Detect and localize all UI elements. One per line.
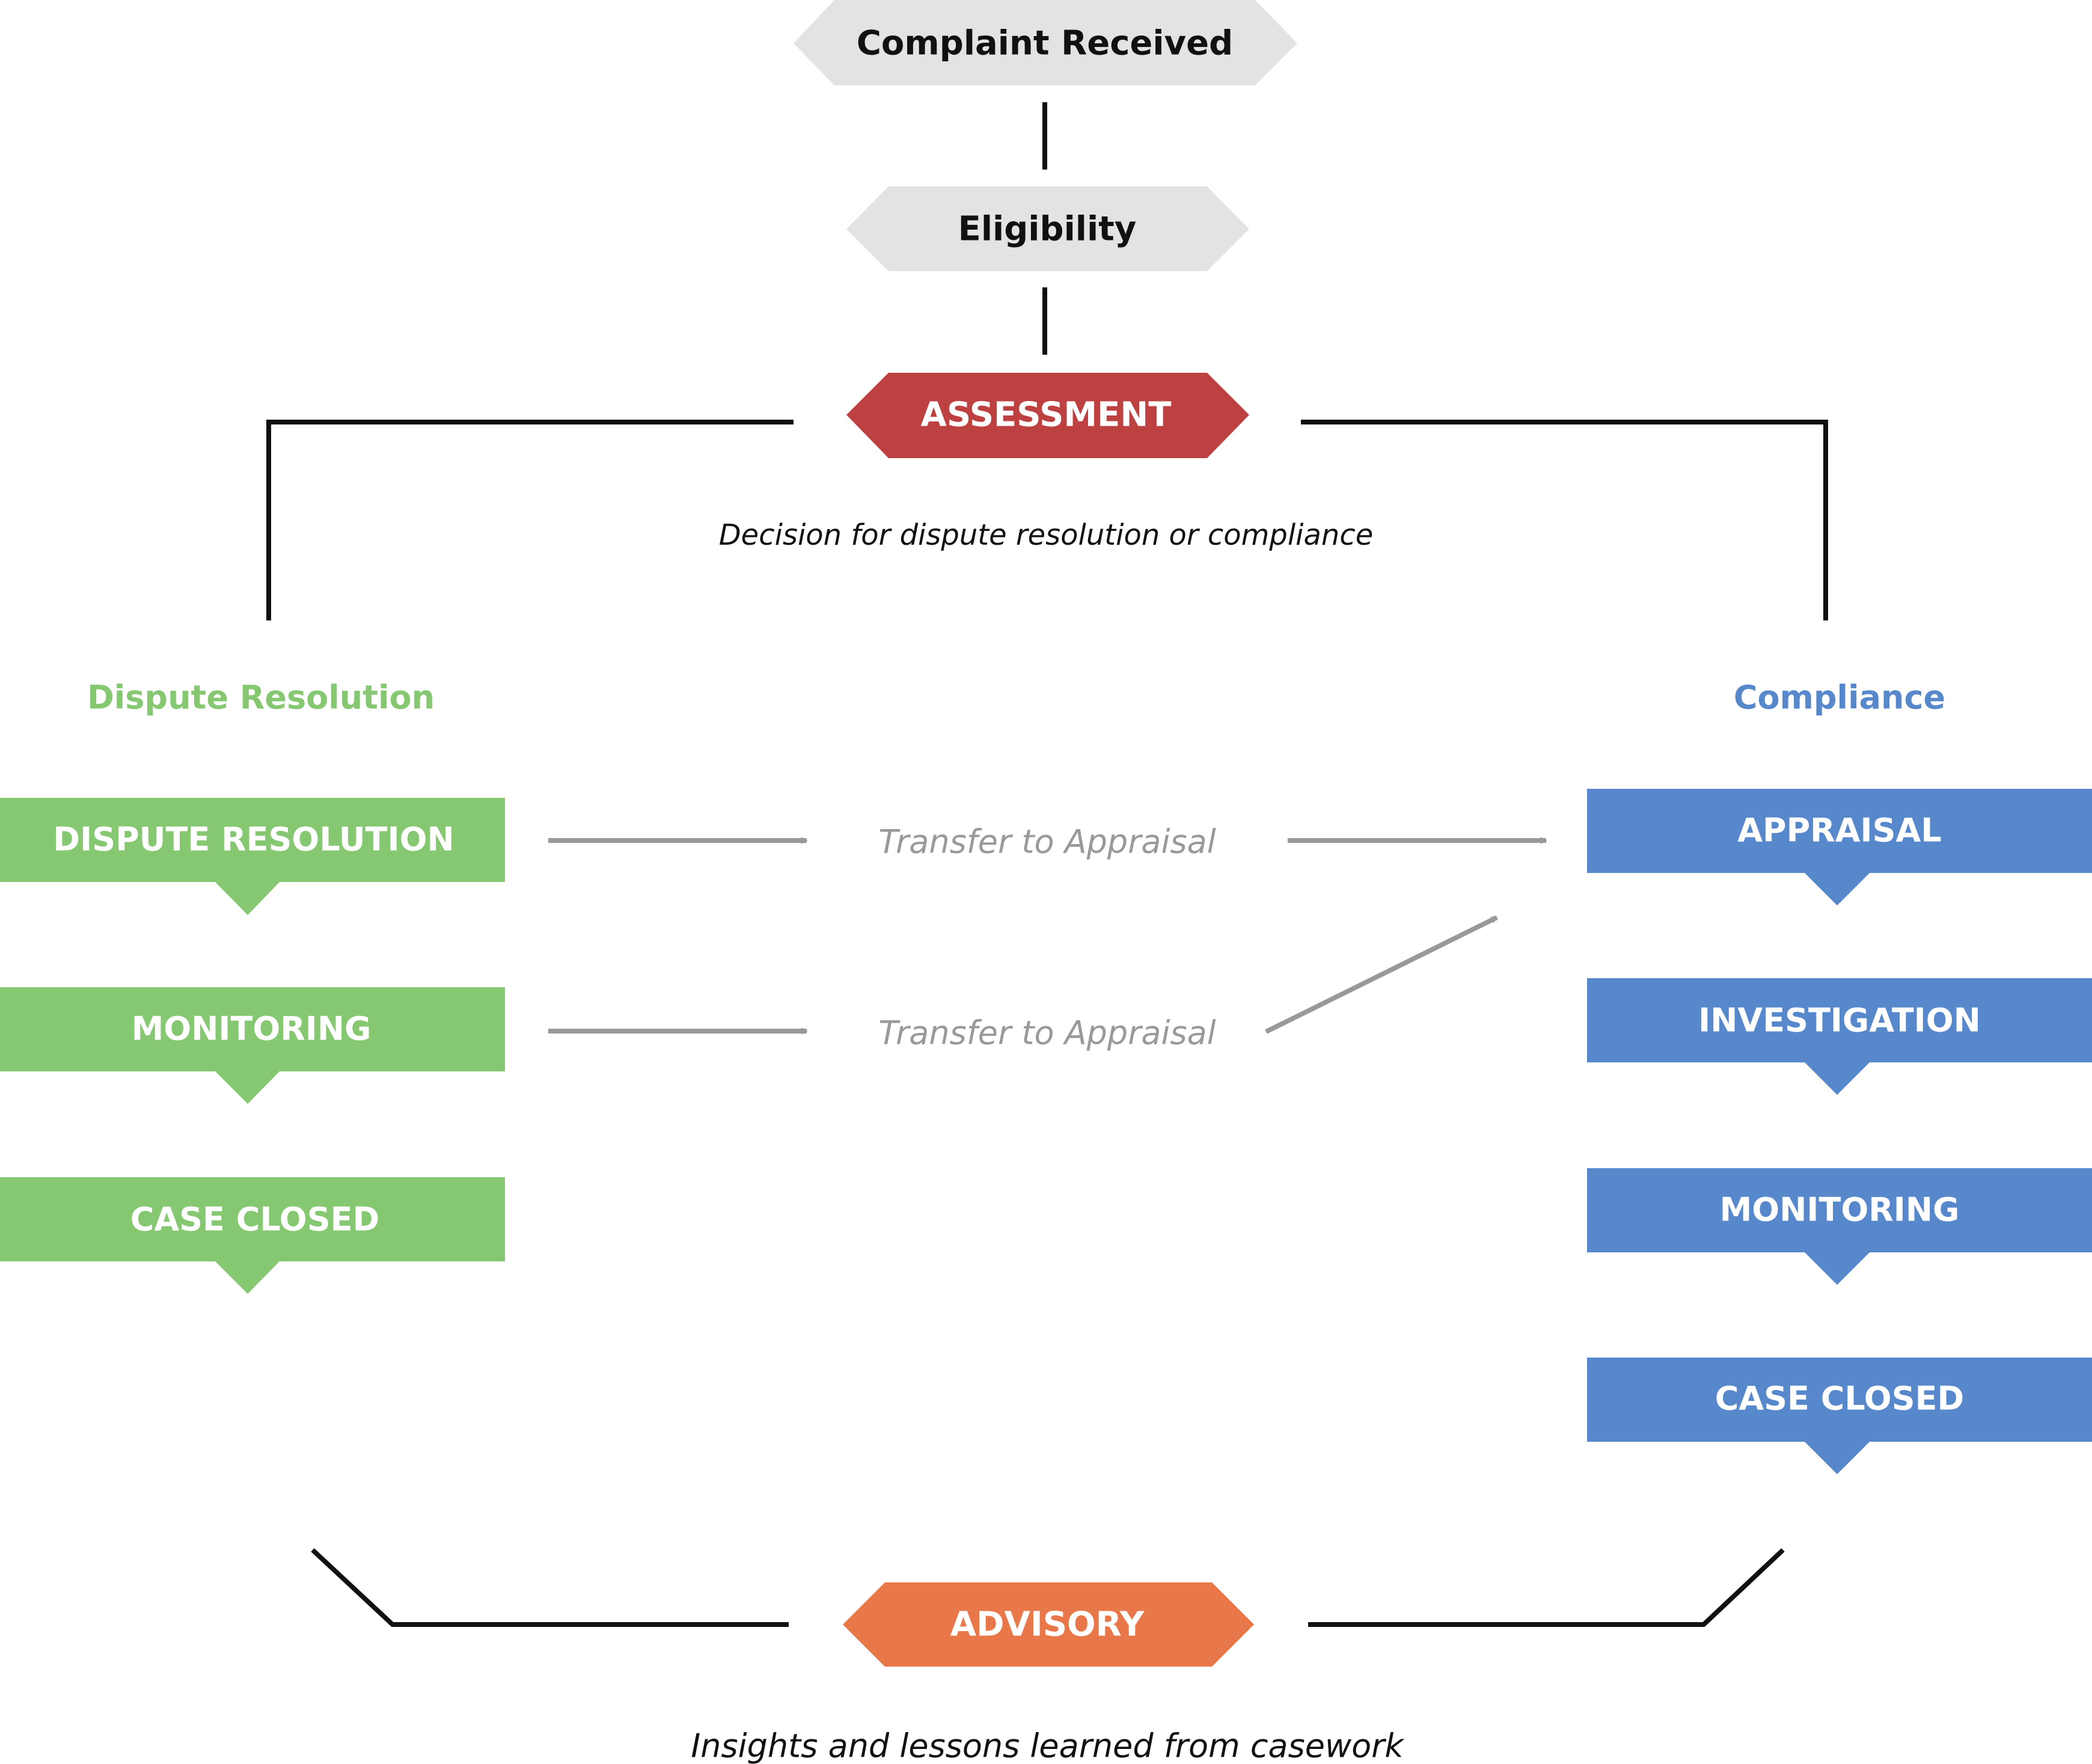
- dispute-step-shape: [0, 987, 505, 1104]
- assessment-label: ASSESSMENT: [921, 396, 1172, 435]
- connector-assessment-compliance: [1301, 420, 1828, 620]
- compliance-step-label: CASE CLOSED: [1715, 1380, 1965, 1418]
- transfer-label-1: Transfer to Appraisal: [878, 823, 1216, 861]
- complaint-received-label: Complaint Received: [857, 24, 1233, 63]
- dispute-resolution-heading: Dispute Resolution: [87, 679, 435, 717]
- assessment-caption: Decision for dispute resolution or compl…: [719, 518, 1374, 552]
- compliance-step-label: APPRAISAL: [1737, 812, 1942, 850]
- connector-dispute-advisory: [311, 1548, 789, 1627]
- compliance-step: INVESTIGATION: [1587, 978, 2092, 1095]
- dispute-step-label: DISPUTE RESOLUTION: [53, 821, 454, 859]
- connector-assessment-dispute: [266, 420, 794, 620]
- complaint-received-node: [794, 0, 1297, 85]
- dispute-step-shape: [0, 1177, 505, 1294]
- advisory-caption: Insights and lessons learned from casewo…: [691, 1727, 1405, 1764]
- dispute-step-shape: [0, 798, 505, 915]
- transfer-arrow-2-diagonal: [1265, 915, 1498, 1034]
- connector-compliance-advisory: [1308, 1548, 1785, 1627]
- dispute-step: DISPUTE RESOLUTION: [0, 798, 505, 915]
- dispute-step: MONITORING: [0, 987, 505, 1104]
- dispute-step-label: CASE CLOSED: [130, 1201, 380, 1239]
- compliance-step-label: INVESTIGATION: [1698, 1002, 1981, 1040]
- transfer-label-2: Transfer to Appraisal: [878, 1014, 1216, 1052]
- compliance-step: MONITORING: [1587, 1168, 2092, 1285]
- dispute-step-label: MONITORING: [132, 1010, 372, 1048]
- compliance-step: CASE CLOSED: [1587, 1358, 2092, 1474]
- eligibility-node: [846, 186, 1249, 271]
- compliance-step-shape: [1587, 789, 2092, 905]
- advisory-node: [843, 1582, 1254, 1667]
- compliance-step: APPRAISAL: [1587, 789, 2092, 905]
- compliance-step-shape: [1587, 978, 2092, 1095]
- compliance-heading: Compliance: [1734, 679, 1945, 717]
- assessment-node: [846, 373, 1249, 458]
- eligibility-label: Eligibility: [958, 210, 1137, 249]
- compliance-step-shape: [1587, 1358, 2092, 1474]
- advisory-label: ADVISORY: [950, 1605, 1145, 1644]
- dispute-step: CASE CLOSED: [0, 1177, 505, 1294]
- compliance-step-label: MONITORING: [1720, 1191, 1960, 1229]
- compliance-step-shape: [1587, 1168, 2092, 1285]
